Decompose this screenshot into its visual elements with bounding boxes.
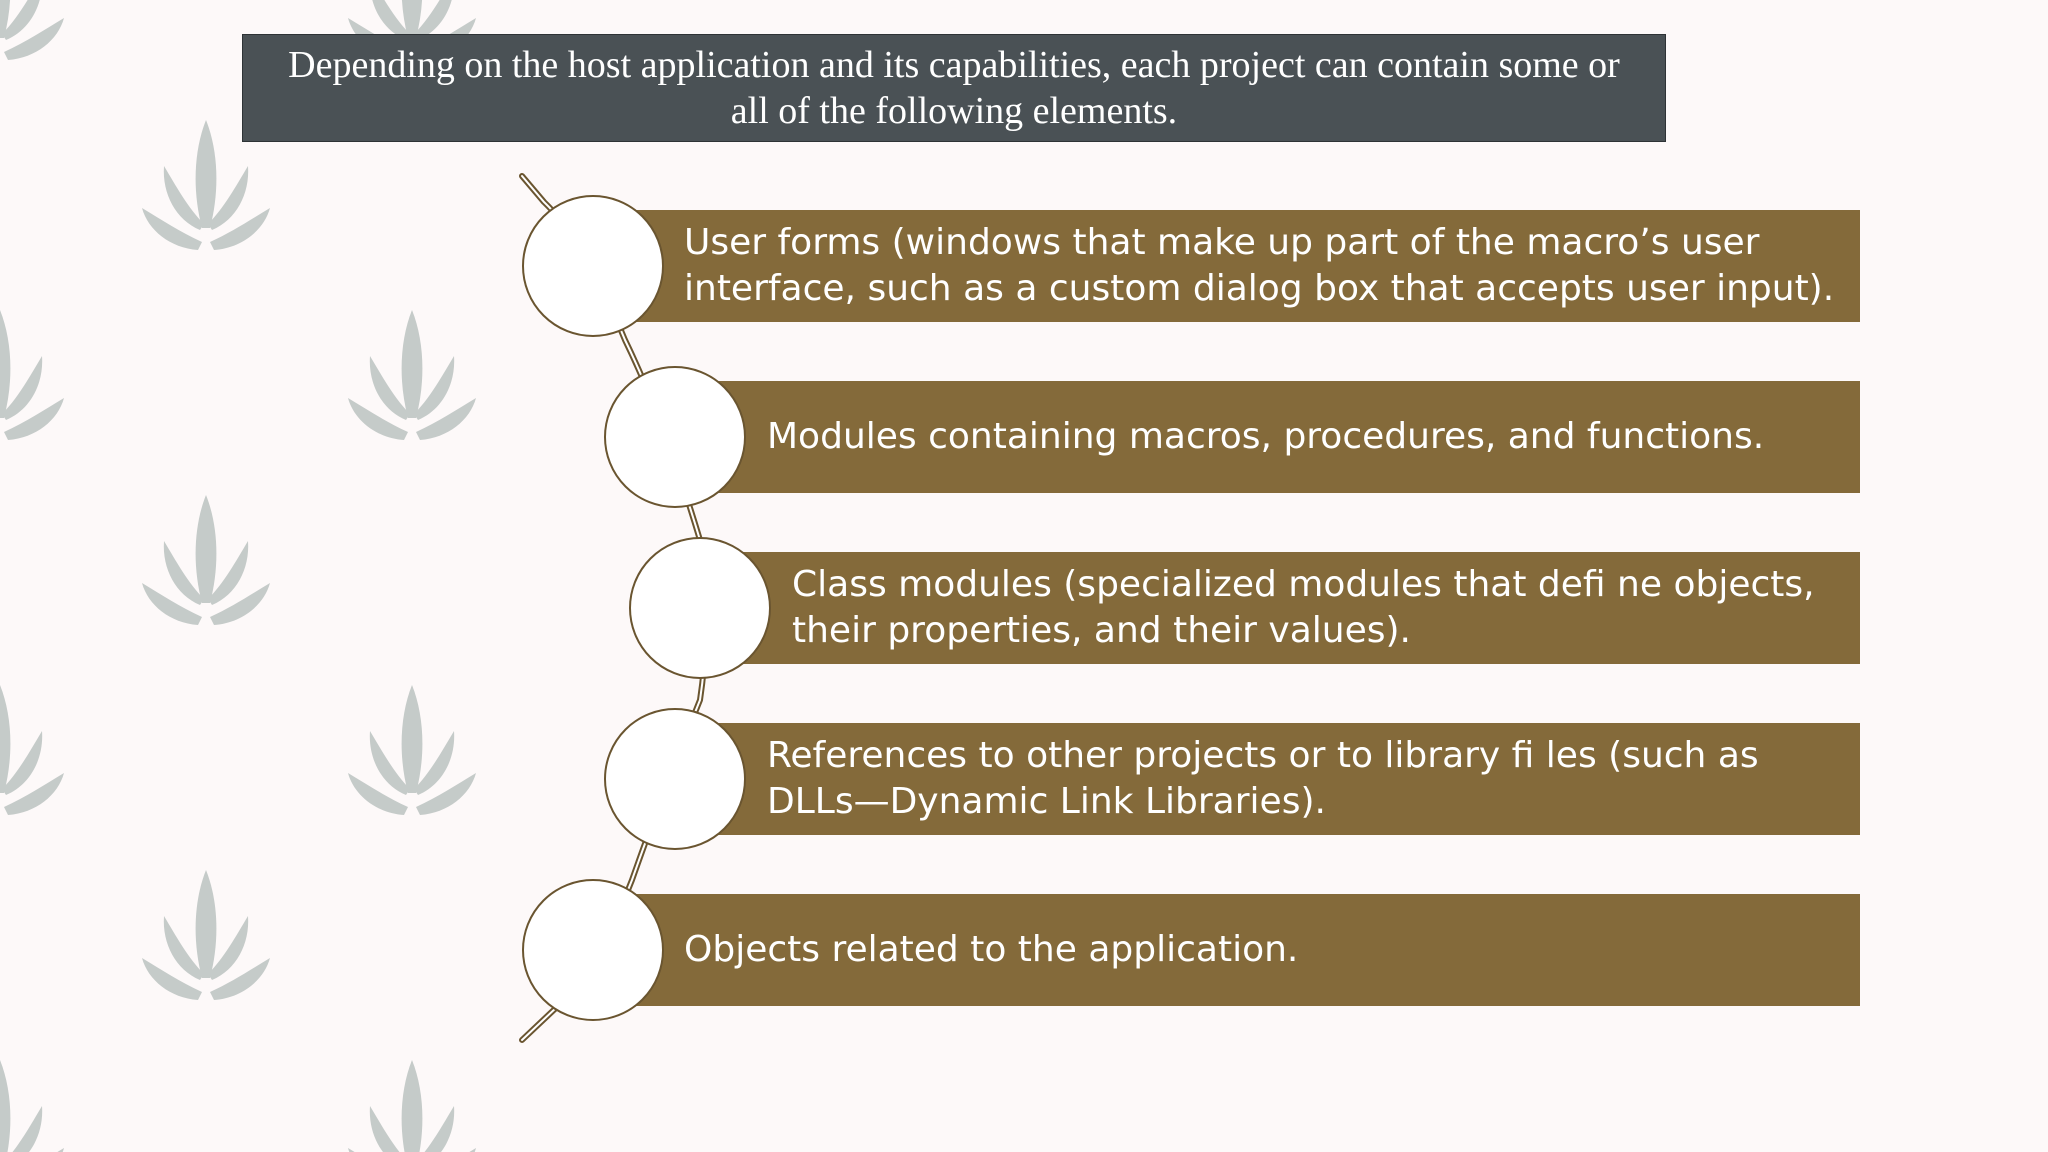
item-bar-2: Modules containing macros, procedures, a… bbox=[675, 381, 1860, 493]
item-circle-2 bbox=[604, 366, 746, 508]
item-label-3: Class modules (specialized modules that … bbox=[792, 564, 1815, 651]
item-label-5: Objects related to the application. bbox=[684, 929, 1299, 970]
item-bar-1: User forms (windows that make up part of… bbox=[592, 210, 1860, 322]
item-circle-4 bbox=[604, 708, 746, 850]
item-bar-3: Class modules (specialized modules that … bbox=[700, 552, 1860, 664]
item-bar-4: References to other projects or to libra… bbox=[675, 723, 1860, 835]
item-bar-5: Objects related to the application. bbox=[592, 894, 1860, 1006]
item-label-1: User forms (windows that make up part of… bbox=[684, 222, 1835, 309]
item-label-4: References to other projects or to libra… bbox=[767, 735, 1759, 822]
header-box: Depending on the host application and it… bbox=[242, 34, 1666, 142]
item-circle-1 bbox=[522, 195, 664, 337]
item-circle-5 bbox=[522, 879, 664, 1021]
item-label-2: Modules containing macros, procedures, a… bbox=[767, 416, 1765, 457]
header-text: Depending on the host application and it… bbox=[288, 44, 1620, 132]
item-circle-3 bbox=[629, 537, 771, 679]
